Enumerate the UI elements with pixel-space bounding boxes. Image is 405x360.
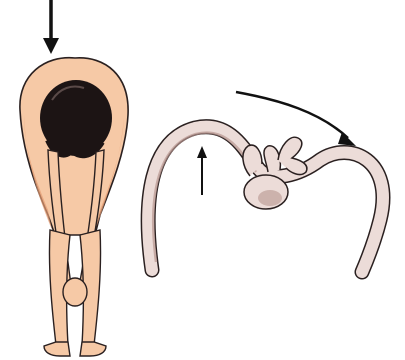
aortic-arch: [148, 127, 383, 272]
arch-root-shade: [258, 190, 282, 206]
person-left-foot: [44, 342, 70, 356]
upward-arrow-icon: [197, 146, 207, 195]
person-hands: [63, 278, 87, 306]
downward-pressure-arrow-icon: [43, 0, 59, 54]
person-right-foot: [80, 342, 106, 356]
bending-person: [20, 58, 128, 356]
